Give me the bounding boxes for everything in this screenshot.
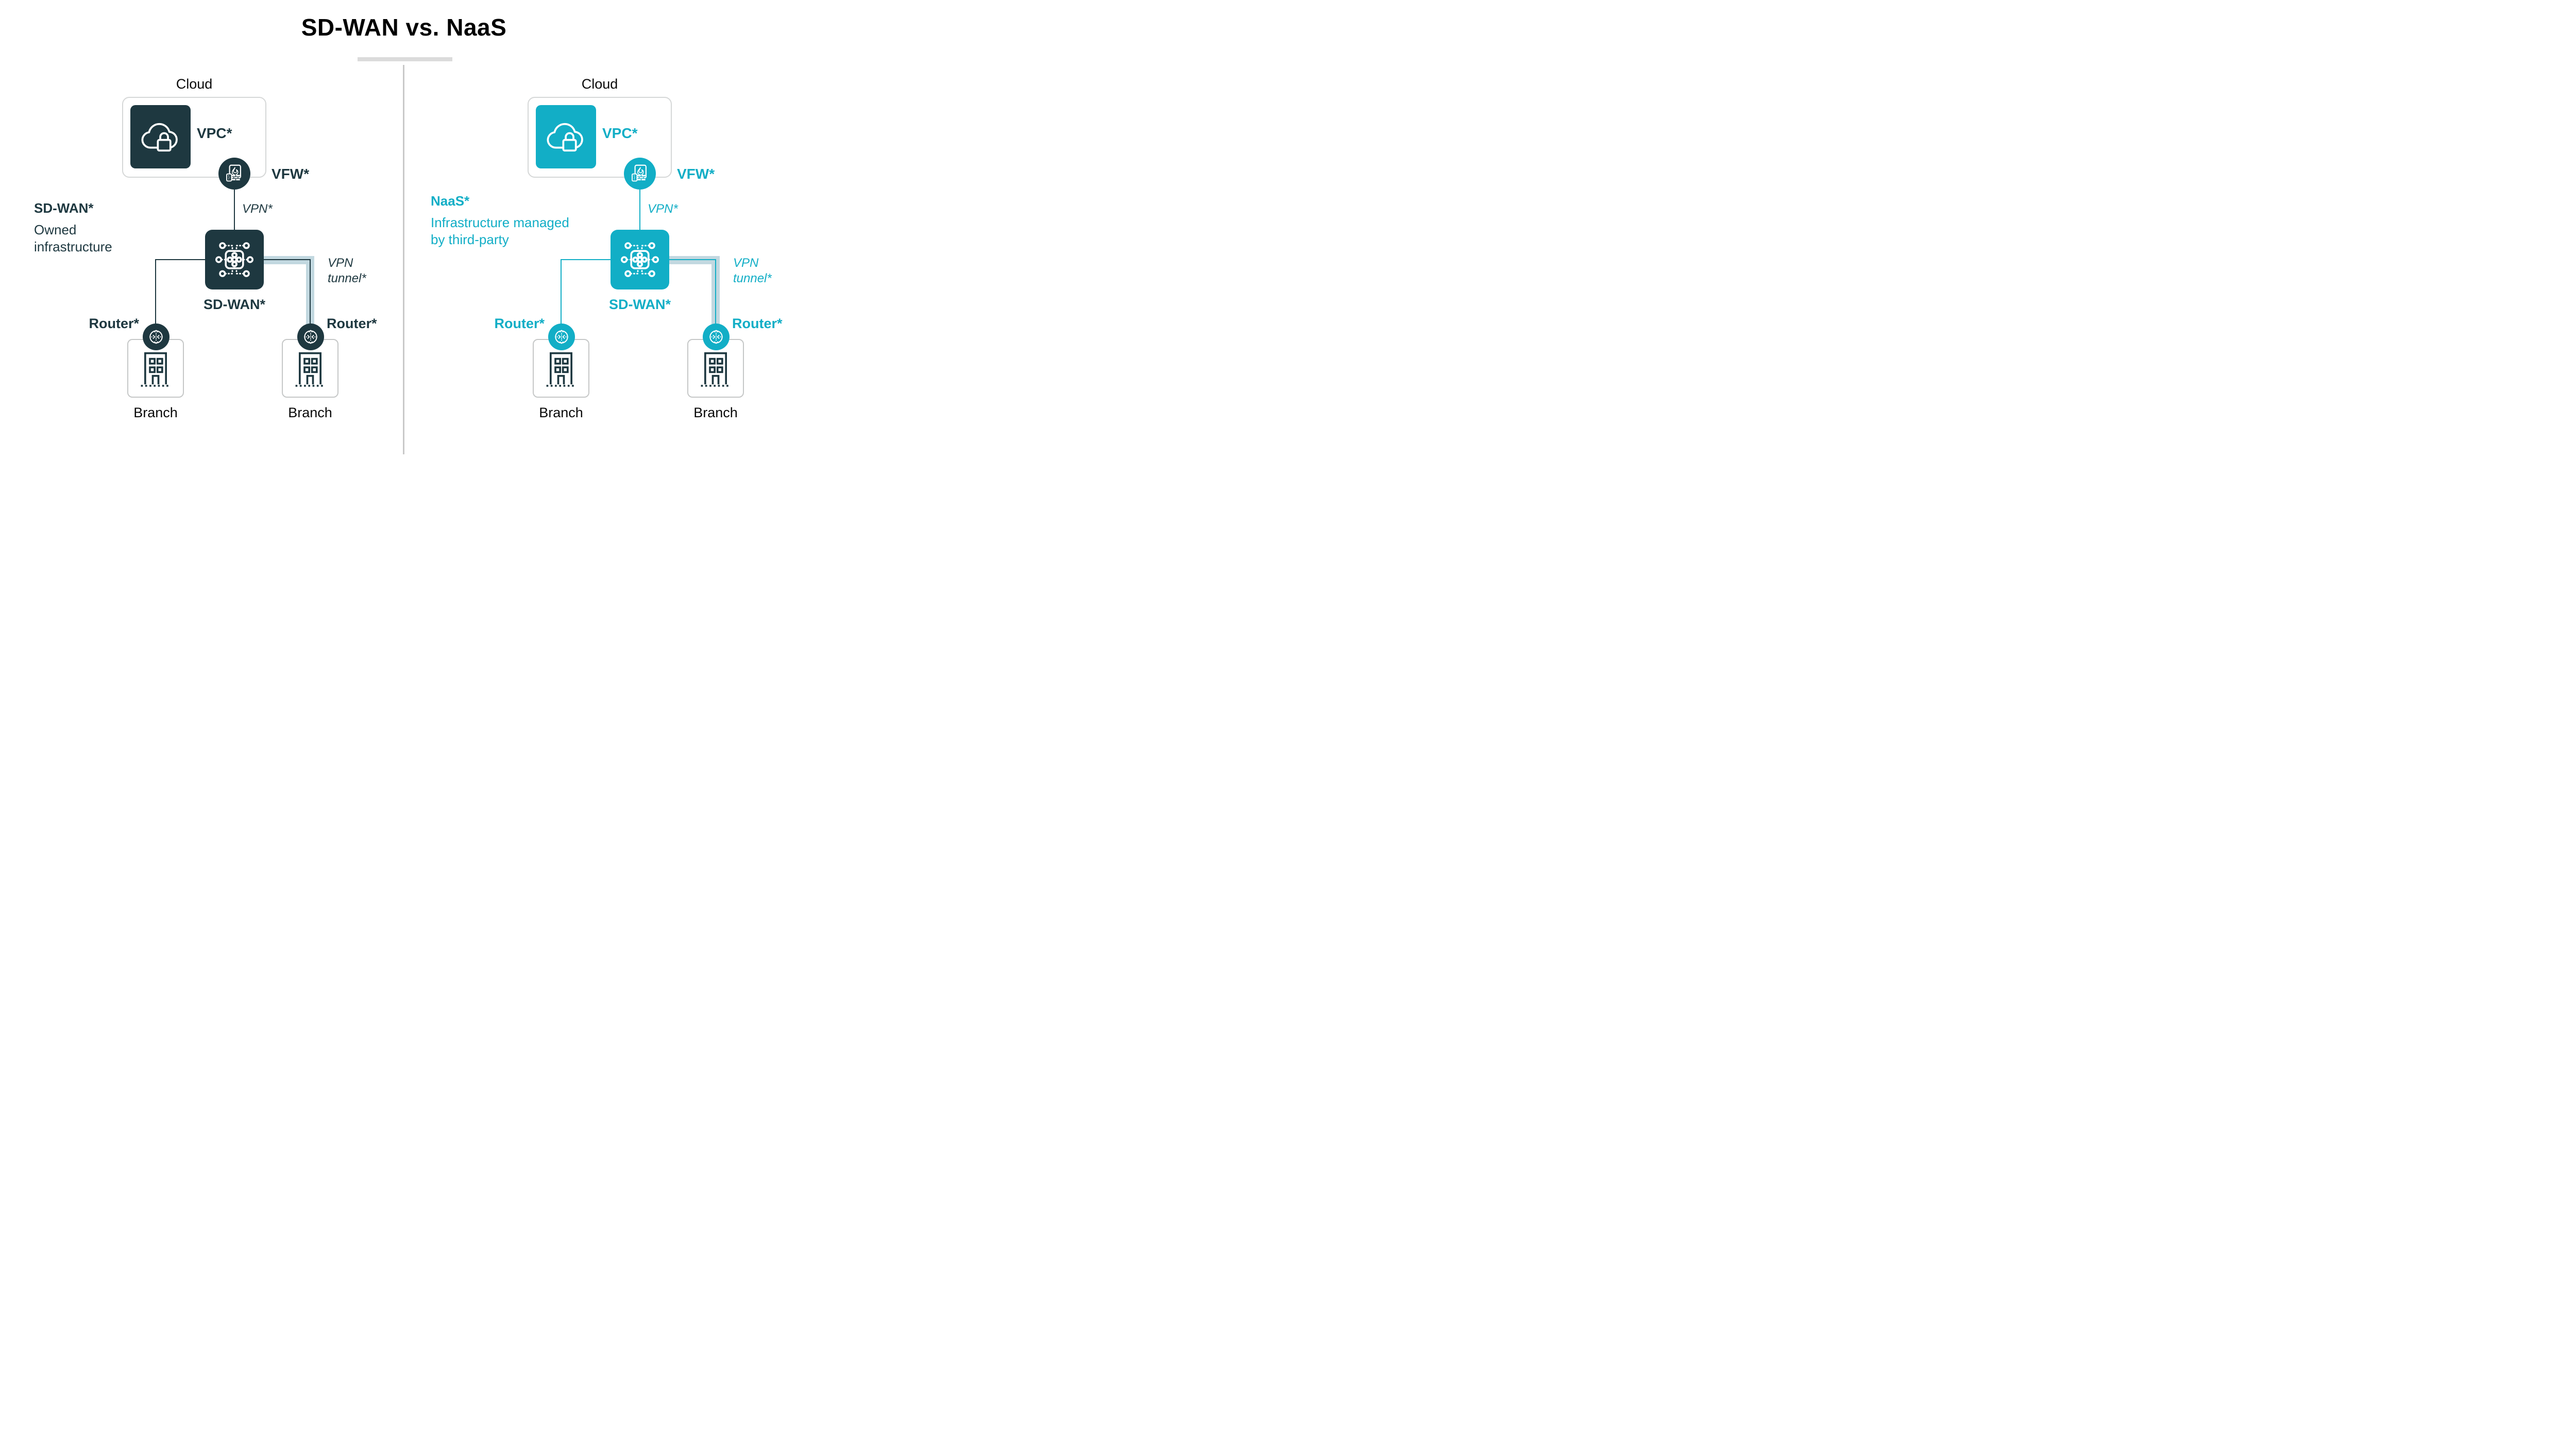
router-circle [143,323,170,350]
vpn-tunnel-label-line1: VPN [328,256,353,270]
vpn-tunnel-line-vertical [715,259,716,324]
vpn-connector-line [639,190,640,230]
office-building-icon [295,352,325,387]
sdwan-box [611,230,669,289]
firewall-icon [632,164,647,182]
vpn-tunnel-label: VPN tunnel* [733,255,772,286]
vpn-tunnel-line-horizontal [264,259,311,260]
connector-left-horizontal [156,259,205,260]
sdwan-box-label: SD-WAN* [204,297,265,312]
vpn-label: VPN* [242,202,273,216]
firewall-icon [226,164,241,182]
vpn-tunnel-label-line2: tunnel* [328,271,366,285]
vpn-tunnel-line-horizontal [669,259,716,260]
vfw-label: VFW* [677,166,715,182]
vfw-label: VFW* [272,166,310,182]
panel-note-line1: Owned [34,222,77,237]
cloud-zone-label: Cloud [581,76,618,92]
center-divider [403,65,404,454]
branch-label: Branch [693,405,738,420]
router-label: Router* [327,316,377,331]
cloud-lock-icon [141,123,178,151]
office-building-icon [141,352,171,387]
cloud-lock-icon [547,123,583,151]
mesh-router-icon [621,242,659,277]
vpc-square [536,105,596,168]
router-label: Router* [732,316,783,331]
route-arrows-icon [304,330,317,344]
branch-label: Branch [133,405,178,420]
panel-note-line2: infrastructure [34,239,112,254]
diagram-canvas: SD-WAN vs. NaaS Cloud [0,0,808,454]
vpn-tunnel-label: VPN tunnel* [328,255,366,286]
vfw-circle [624,158,656,190]
panel-note-heading: NaaS* [431,193,470,209]
panel-note: NaaS* Infrastructure managed by third-pa… [431,193,569,248]
vpc-label: VPC* [602,125,638,141]
router-label: Router* [89,316,139,331]
page-title: SD-WAN vs. NaaS [301,14,507,41]
vpc-label: VPC* [197,125,232,141]
sdwan-box-label: SD-WAN* [609,297,671,312]
route-arrows-icon [149,330,163,344]
panel-note-line2: by third-party [431,232,509,247]
cloud-zone-label: Cloud [176,76,213,92]
panel-note-heading: SD-WAN* [34,200,94,216]
connector-left-vertical [561,259,562,324]
branch-label: Branch [288,405,332,420]
sdwan-panel: Cloud [0,0,402,454]
vpn-tunnel-band-horizontal [669,256,720,264]
route-arrows-icon [709,330,723,344]
vpn-tunnel-line-vertical [310,259,311,324]
vpn-tunnel-label-line1: VPN [733,256,759,270]
vpc-square [130,105,191,168]
title-underline [358,57,452,61]
router-circle [297,323,324,350]
connector-left-vertical [155,259,156,324]
mesh-router-icon [215,242,253,277]
sdwan-box [205,230,264,289]
panel-note-line1: Infrastructure managed [431,215,569,230]
router-label: Router* [494,316,545,331]
vpn-label: VPN* [648,202,678,216]
route-arrows-icon [555,330,568,344]
office-building-icon [546,352,576,387]
router-circle [703,323,730,350]
router-circle [548,323,575,350]
vpn-tunnel-band-horizontal [264,256,314,264]
branch-label: Branch [539,405,583,420]
branch-box [533,339,589,398]
connector-left-horizontal [561,259,611,260]
vpn-connector-line [234,190,235,230]
panel-note: SD-WAN* Owned infrastructure [34,200,112,255]
office-building-icon [701,352,731,387]
vpn-tunnel-label-line2: tunnel* [733,271,772,285]
naas-panel: Cloud [405,0,808,454]
vfw-circle [218,158,250,190]
